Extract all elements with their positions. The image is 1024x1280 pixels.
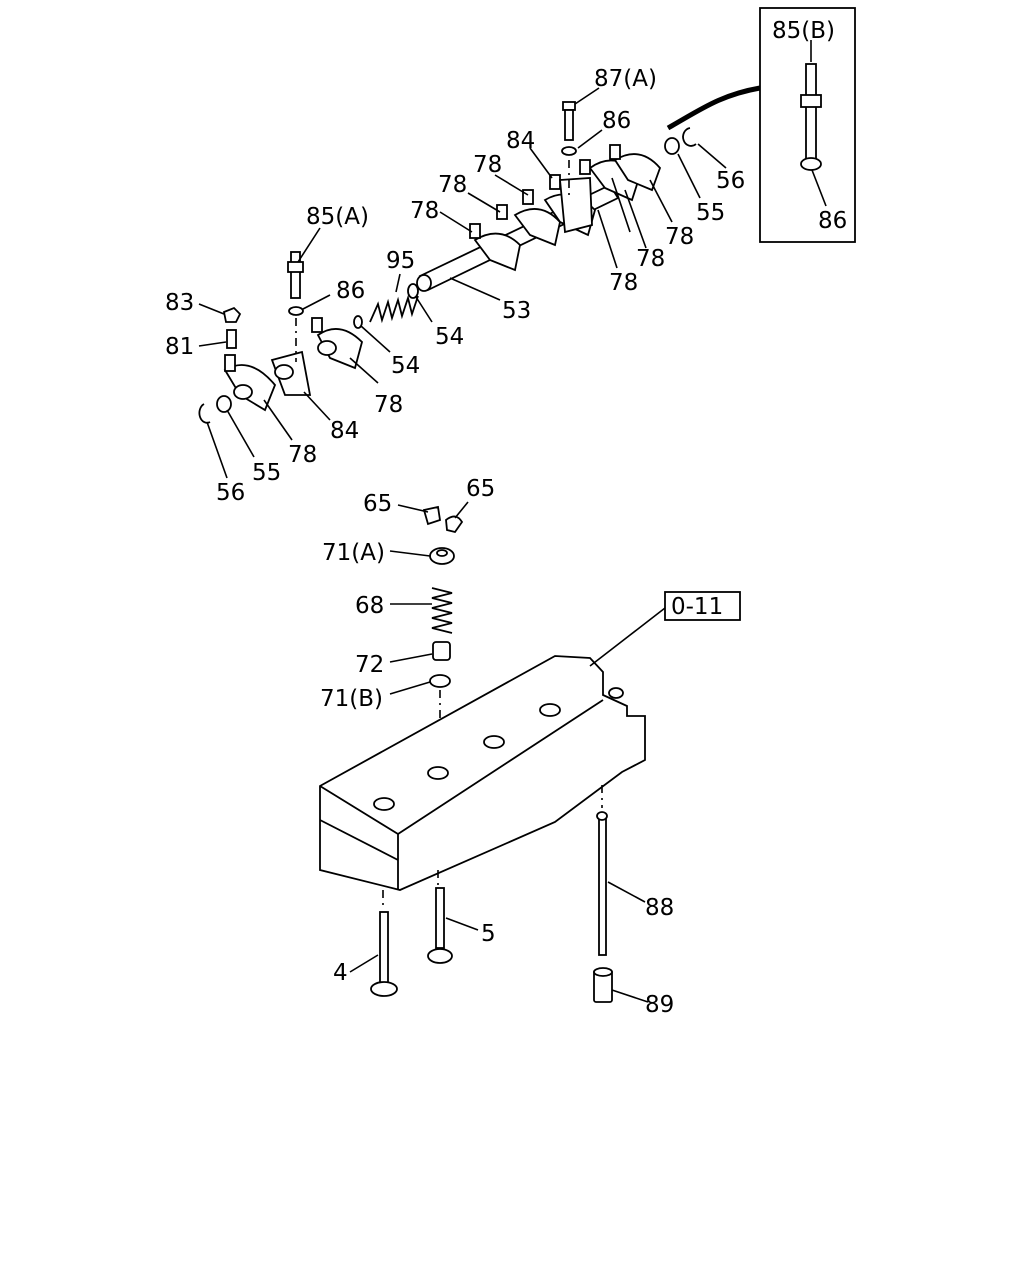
- callout-5: 5: [481, 921, 496, 947]
- callout-68: 68: [355, 593, 384, 619]
- callout-78-a: 78: [473, 152, 502, 178]
- callout-78-b: 78: [438, 172, 467, 198]
- callout-84-top: 84: [506, 128, 535, 154]
- callout-71a: 71(A): [322, 540, 385, 566]
- callout-78-c: 78: [410, 198, 439, 224]
- callout-88: 88: [645, 895, 674, 921]
- callout-54-a: 54: [435, 324, 464, 350]
- callout-78-f: 78: [609, 270, 638, 296]
- callout-95: 95: [386, 248, 415, 274]
- callout-4: 4: [333, 960, 348, 986]
- valves-and-pushrod: [370, 811, 613, 1003]
- callout-85a: 85(A): [306, 204, 369, 230]
- callout-71b: 71(B): [320, 686, 383, 712]
- ref-box: [664, 591, 741, 621]
- ref-0-11[interactable]: 0-11: [671, 594, 723, 620]
- callout-78-h: 78: [374, 392, 403, 418]
- callout-78-i: 78: [288, 442, 317, 468]
- callout-87a: 87(A): [594, 66, 657, 92]
- callout-56-right: 56: [716, 168, 745, 194]
- callout-65-a: 65: [363, 491, 392, 517]
- callout-78-e: 78: [636, 246, 665, 272]
- callout-55-left: 55: [252, 460, 281, 486]
- cylinder-head: [319, 655, 646, 910]
- callout-72: 72: [355, 652, 384, 678]
- callout-83: 83: [165, 290, 194, 316]
- leader-lines: [198, 87, 727, 1003]
- callout-65-b: 65: [466, 476, 495, 502]
- callout-54-b: 54: [391, 353, 420, 379]
- callout-86-left: 86: [336, 278, 365, 304]
- callout-86-top: 86: [602, 108, 631, 134]
- callout-86-inset: 86: [818, 208, 847, 234]
- callout-78-d: 78: [665, 224, 694, 250]
- callout-85b-inset: 85(B): [772, 18, 835, 44]
- callout-53: 53: [502, 298, 531, 324]
- callout-56-left: 56: [216, 480, 245, 506]
- inset-85b: [666, 7, 856, 243]
- callout-81: 81: [165, 334, 194, 360]
- callout-55-right: 55: [696, 200, 725, 226]
- callout-84-left: 84: [330, 418, 359, 444]
- rocker-shaft-assembly: [198, 101, 697, 424]
- callout-89: 89: [645, 992, 674, 1018]
